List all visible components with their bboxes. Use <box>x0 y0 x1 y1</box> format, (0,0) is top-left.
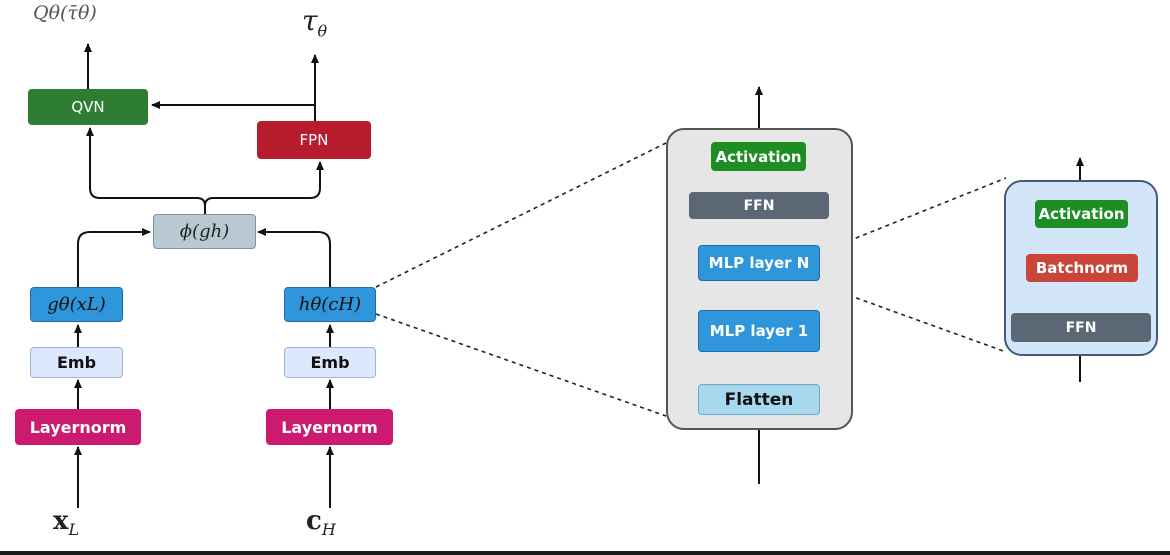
fpn-node: FPN <box>257 121 371 159</box>
g-encoder-node: gθ(xL) <box>30 287 123 322</box>
zoom-dashed-lines <box>375 142 1007 417</box>
flatten-node: Flatten <box>698 384 820 415</box>
input-x-symbol: x <box>53 506 69 536</box>
layernorm-right-node: Layernorm <box>266 409 393 445</box>
h-encoder-node: hθ(cH) <box>284 287 376 322</box>
output-tau-subscript: θ <box>317 21 328 41</box>
right-activation-node: Activation <box>1035 200 1128 228</box>
input-c-subscript: H <box>321 520 336 540</box>
mid-ffn-node: FFN <box>689 192 829 219</box>
mlp-layer-1-node: MLP layer 1 <box>698 310 820 352</box>
qvn-node: QVN <box>28 89 148 125</box>
left-arrows <box>74 43 334 508</box>
output-tau-label: τθ <box>302 4 327 41</box>
layernorm-left-node: Layernorm <box>15 409 141 445</box>
right-ffn-node: FFN <box>1011 313 1151 342</box>
input-c-label: cH <box>306 506 336 539</box>
input-c-symbol: c <box>306 506 322 536</box>
input-x-label: xL <box>53 506 79 539</box>
emb-right-node: Emb <box>284 347 376 378</box>
emb-left-node: Emb <box>30 347 123 378</box>
batchnorm-node: Batchnorm <box>1026 254 1138 282</box>
phi-node: ϕ(gh) <box>153 214 256 249</box>
bottom-border <box>0 551 1170 555</box>
input-x-subscript: L <box>68 520 80 540</box>
output-tau-symbol: τ <box>302 4 318 37</box>
mlp-layer-n-node: MLP layer N <box>698 245 820 281</box>
mid-activation-node: Activation <box>711 142 806 171</box>
output-q-label: Qθ(τ̄θ) <box>33 2 97 24</box>
